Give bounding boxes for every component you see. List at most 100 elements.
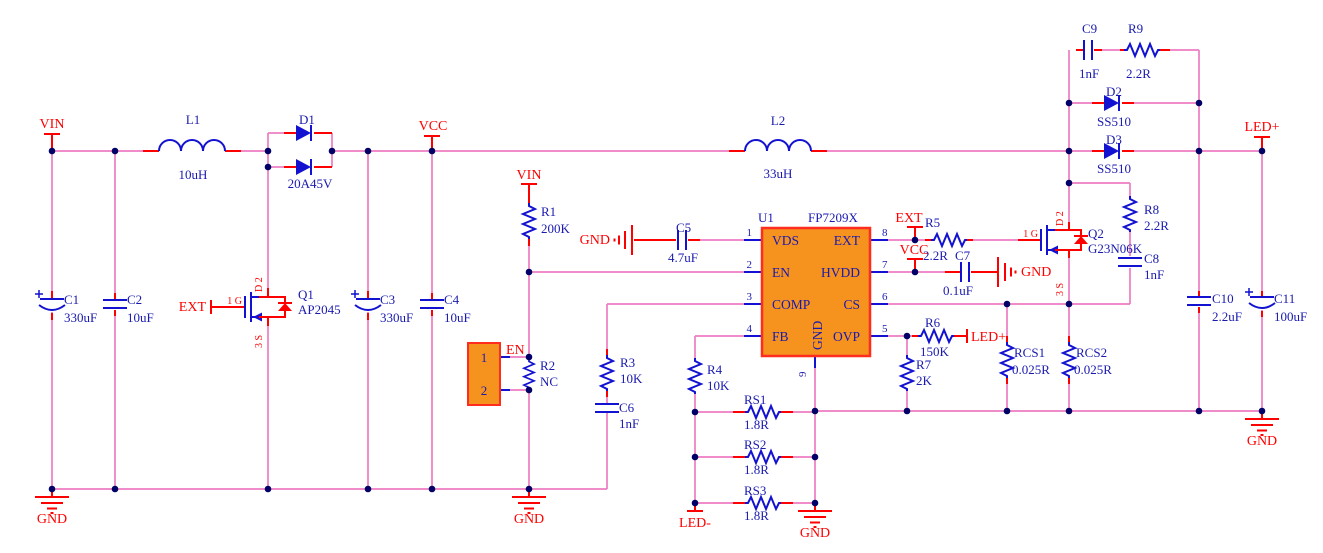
gnd-symbol [511,488,547,514]
label-q2-ref: Q2 [1088,226,1104,241]
ic-pin-num-5: 5 [882,323,888,335]
label-r1-value: 200K [541,221,571,236]
wires [51,49,1263,504]
label-r4-ref: R4 [707,362,723,377]
label-r2-ref: R2 [540,358,555,373]
ic-pin-num-8: 8 [882,227,888,239]
label-r1-ref: R1 [541,204,556,219]
label-r4-value: 10K [707,378,730,393]
q2-source-label: 3 S [1055,283,1066,296]
label-c1-value: 330uF [64,310,97,325]
net-label-led-plus: LED+ [971,330,1006,345]
q1-gate-label: 1 G [227,296,242,307]
resistor-R9 [1123,43,1161,57]
connector-body [467,342,501,406]
ic-pin-num-3: 3 [747,291,753,303]
label-c9-ref: C9 [1082,21,1097,36]
gnd-symbol [797,502,833,528]
label-c6-ref: C6 [619,400,635,415]
label-c5-ref: C5 [676,220,691,235]
ic-ref: U1 [758,210,774,225]
label-rs3-value: 1.8R [744,508,769,523]
mosfet-Q2 [1040,224,1089,256]
junction-dots [48,99,1266,507]
ground-symbols [34,225,1280,528]
net-label-gnd: GND [800,526,830,541]
label-r2-value: NC [540,374,558,389]
label-r6-ref: R6 [925,315,941,330]
connector-pin-2: 2 [481,383,488,398]
label-c10-value: 2.2uF [1212,309,1242,324]
capacitor-C8 [1117,257,1143,267]
gnd-symbol [34,488,70,514]
q1-source-label: 3 S [254,335,265,348]
net-label-vcc: VCC [900,243,929,258]
label-rcs2-value: 0.025R [1074,362,1112,377]
resistor-R3 [600,354,614,392]
label-c5-value: 4.7uF [668,250,698,265]
inductor-L2 [744,139,812,152]
ic-u1: U1 FP7209X VDS EN COMP FB EXT HVDD CS OV… [747,210,889,377]
label-rs2-ref: RS2 [744,437,766,452]
component-symbols [34,39,1276,510]
ic-part: FP7209X [808,210,858,225]
diode-D1b [295,158,312,176]
resistor-R6 [917,329,955,343]
net-label-gnd: GND [514,512,544,527]
capacitor-C3 [350,289,382,311]
label-c11-ref: C11 [1274,291,1295,306]
ic-pin-num-9: 9 [797,371,809,377]
ic-pin-comp: COMP [772,297,810,312]
net-label-gnd: GND [37,512,67,527]
label-r8-ref: R8 [1144,202,1159,217]
label-rs2-value: 1.8R [744,462,769,477]
label-c4-value: 10uF [444,310,471,325]
q2-gate-label: 1 G [1023,229,1038,240]
label-c2-ref: C2 [127,292,142,307]
gnd-symbol [1244,410,1280,436]
capacitor-C4 [419,299,445,309]
label-r9-value: 2.2R [1126,66,1151,81]
label-c3-value: 330uF [380,310,413,325]
label-r5-value: 2.2R [923,248,948,263]
resistor-R1 [522,202,536,240]
net-label-gnd: GND [580,233,610,248]
label-r8-value: 2.2R [1144,218,1169,233]
ic-pin-ovp: OVP [833,329,860,344]
label-d1-ref: D1 [299,112,315,127]
net-label-ext: EXT [179,300,207,315]
label-d2-value: SS510 [1097,114,1131,129]
ic-pin-ext: EXT [834,233,861,248]
label-c3-ref: C3 [380,292,395,307]
ic-pin-hvdd: HVDD [821,265,860,280]
label-d3-ref: D3 [1106,132,1122,147]
label-rcs2-ref: RCS2 [1076,345,1107,360]
capacitor-C7 [960,261,970,283]
ic-pin-fb: FB [772,329,789,344]
label-rcs1-value: 0.025R [1012,362,1050,377]
label-l1-value: 10uH [179,167,208,182]
label-l2-value: 33uH [764,166,793,181]
label-r5-ref: R5 [925,215,940,230]
ic-pin-stubs [500,239,888,391]
net-labels: VIN VIN VCC VCC EXT EXT EN LED+ LED+ LED… [37,117,1280,541]
net-label-vin: VIN [40,117,65,132]
red-pin-stubs [51,49,1263,511]
resistor-R4 [688,357,702,395]
label-c10-ref: C10 [1212,291,1234,306]
diode-D1a [295,124,312,142]
resistor-R7 [900,354,914,392]
capacitor-C9 [1083,39,1093,61]
label-rcs1-ref: RCS1 [1014,345,1045,360]
gnd-symbol-side-right [997,257,1017,287]
ic-pin-gnd: GND [810,321,825,350]
label-r6-value: 150K [920,344,950,359]
label-c7-ref: C7 [955,248,971,263]
ic-body [760,226,872,358]
ic-pin-num-6: 6 [882,291,888,303]
label-c1-ref: C1 [64,292,79,307]
component-labels: L1 10uH L2 33uH D1 20A45V C1 330uF C2 10… [64,21,1307,523]
label-c7-value: 0.1uF [943,283,973,298]
